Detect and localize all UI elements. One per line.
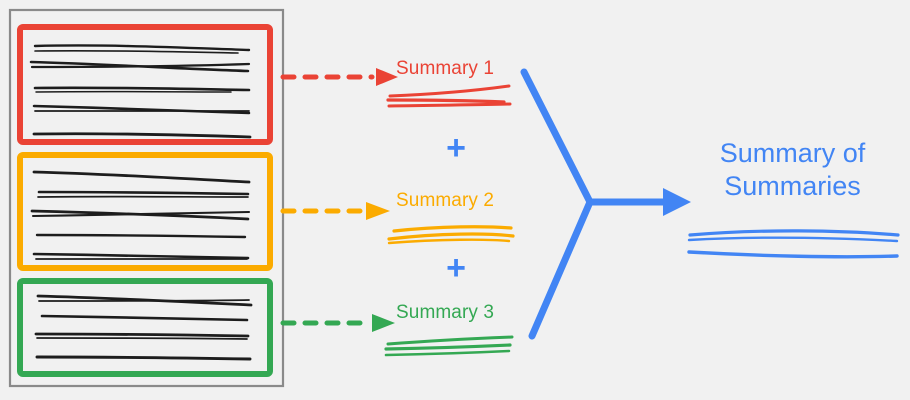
summary-1-label: Summary 1 — [396, 58, 495, 79]
summary-of-summaries-line-1: Summary of — [719, 138, 866, 168]
document-lines-green — [34, 294, 253, 361]
merge-arrow-head — [663, 188, 691, 216]
summary-of-summaries: Summary of Summaries — [690, 137, 895, 203]
dashed-arrow-green — [280, 314, 395, 332]
plus-operator-2: + — [446, 249, 466, 287]
document-group-red — [17, 24, 273, 145]
document-lines-red — [29, 44, 252, 139]
summary-of-summaries-line-2: Summaries — [724, 171, 861, 201]
summary-3-label: Summary 3 — [396, 302, 495, 323]
summary-3-squiggle — [384, 335, 514, 357]
document-group-green — [17, 278, 273, 377]
document-group-orange — [17, 152, 273, 271]
dashed-arrow-red — [280, 68, 398, 86]
document-lines-orange — [30, 170, 251, 260]
source-document-stack — [8, 8, 285, 388]
summary-2-squiggle — [387, 225, 515, 245]
summary-of-summaries-squiggle — [687, 229, 900, 259]
summary-1-squiggle — [386, 84, 512, 108]
merge-arrow — [520, 68, 667, 340]
summary-2-label: Summary 2 — [396, 190, 495, 211]
dashed-arrow-orange — [280, 202, 390, 220]
plus-operator-1: + — [446, 129, 466, 167]
